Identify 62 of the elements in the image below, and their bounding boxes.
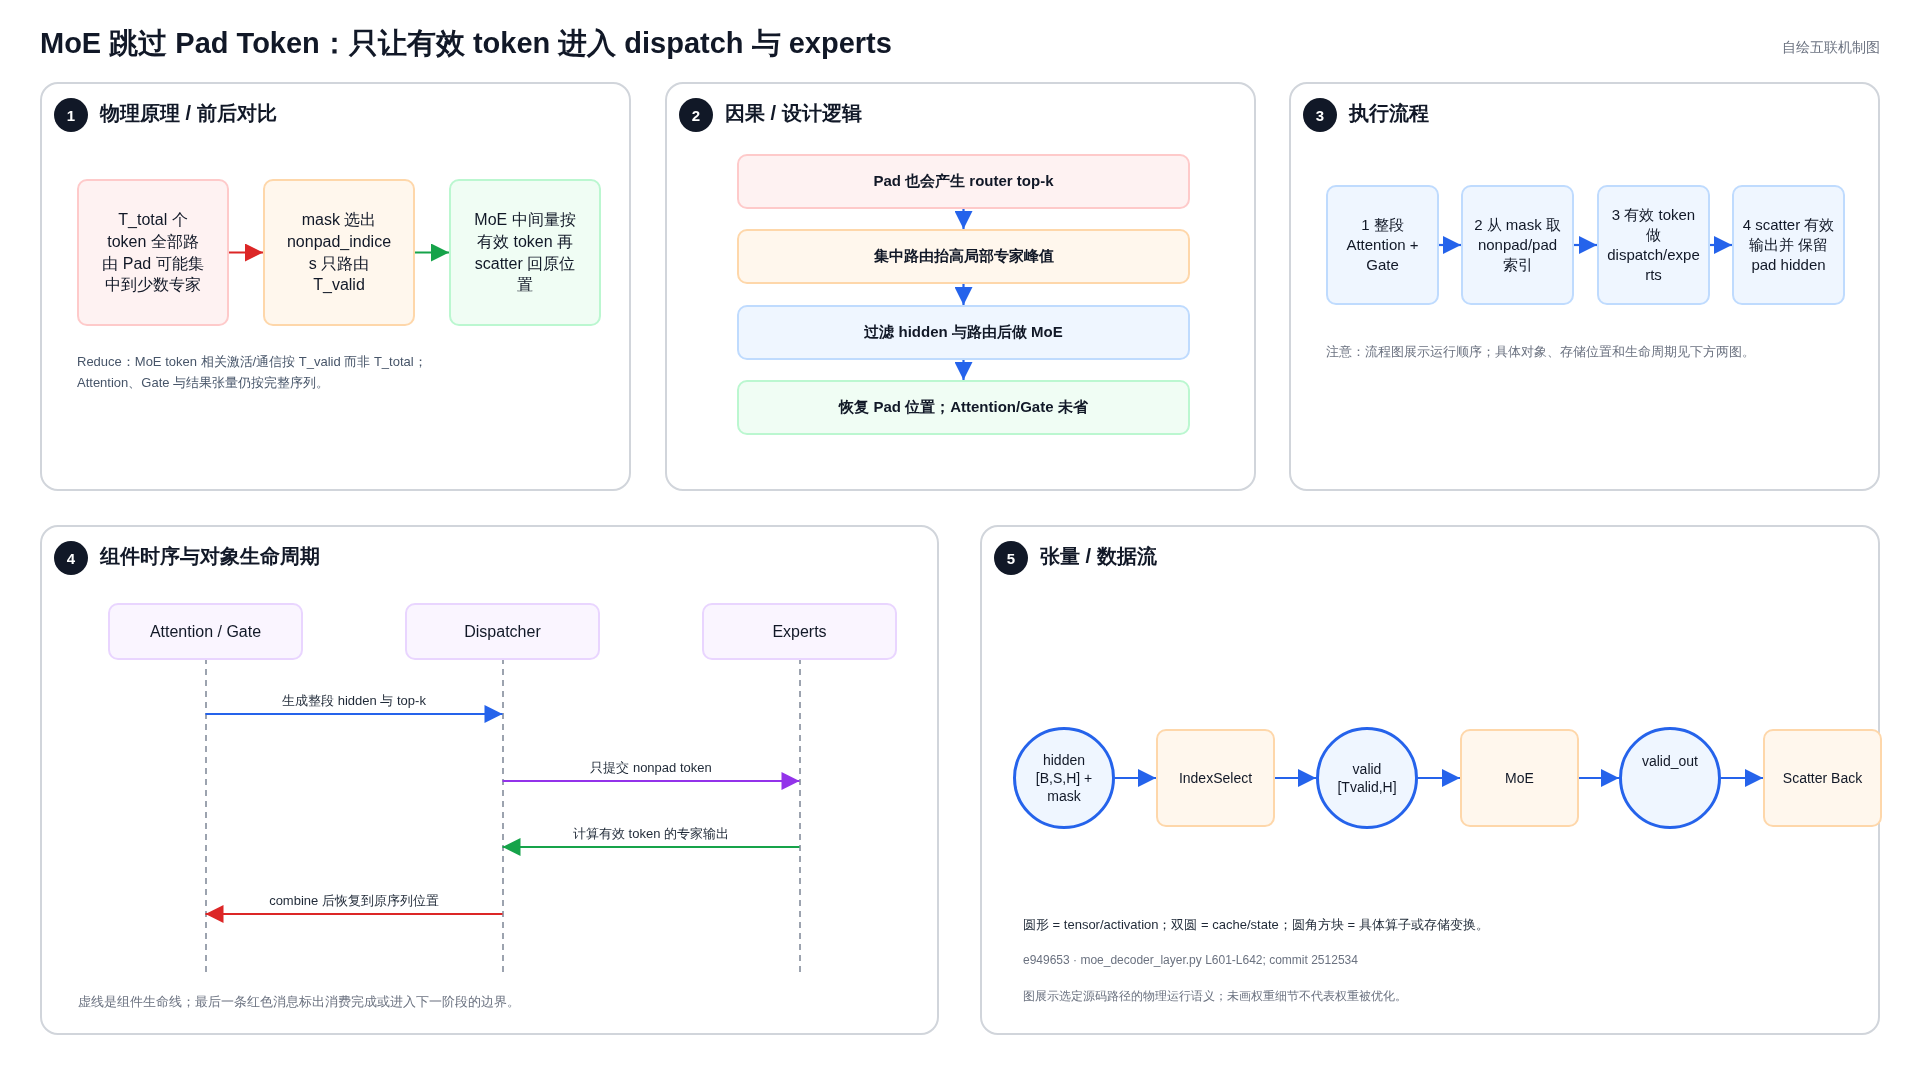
arrow bbox=[954, 360, 973, 380]
note-text: 注意：流程图展示运行顺序；具体对象、存储位置和生命周期见下方两图。 bbox=[1326, 343, 1756, 361]
tensor-circle: hidden [B,S,H] + mask bbox=[1013, 727, 1115, 829]
process-box: 2 从 mask 取 nonpad/pad 索引 bbox=[1461, 185, 1574, 305]
panel-card bbox=[1289, 82, 1880, 491]
panel-card bbox=[40, 525, 939, 1035]
process-box: Pad 也会产生 router top-k bbox=[737, 154, 1190, 209]
arrow bbox=[1275, 769, 1316, 787]
number-badge: 4 bbox=[54, 541, 88, 575]
number-badge: 5 bbox=[994, 541, 1028, 575]
note-text: Reduce：MoE token 相关激活/通信按 T_valid 而非 T_total；Attention、Gate 与结果张量仍按完整序列。 bbox=[77, 353, 428, 392]
arrow bbox=[205, 905, 503, 923]
process-box: 4 scatter 有效输出并 保留 pad hidden bbox=[1732, 185, 1845, 305]
arrow bbox=[1439, 236, 1461, 254]
process-box: mask 选出 nonpad_indices 只路由 T_valid bbox=[263, 179, 415, 326]
arrow bbox=[205, 705, 503, 723]
note-text: 图展示选定源码路径的物理运行语义；未画权重细节不代表权重被优化。 bbox=[1023, 988, 1408, 1005]
panel-card bbox=[980, 525, 1880, 1035]
panel-card bbox=[665, 82, 1256, 491]
arrow bbox=[1574, 236, 1597, 254]
arrow bbox=[1710, 236, 1732, 254]
process-box: 3 有效 token 做 dispatch/experts bbox=[1597, 185, 1710, 305]
number-badge: 2 bbox=[679, 98, 713, 132]
number-badge: 1 bbox=[54, 98, 88, 132]
arrow bbox=[502, 772, 800, 790]
number-badge: 3 bbox=[1303, 98, 1337, 132]
participant-box: Attention / Gate bbox=[108, 603, 303, 660]
process-box: 过滤 hidden 与路由后做 MoE bbox=[737, 305, 1190, 360]
participant-box: Experts bbox=[702, 603, 897, 660]
arrow bbox=[1418, 769, 1460, 787]
arrow bbox=[502, 838, 800, 856]
process-box: Scatter Back bbox=[1763, 729, 1882, 827]
process-box: IndexSelect bbox=[1156, 729, 1275, 827]
arrow bbox=[954, 209, 973, 229]
tensor-circle: valid_out bbox=[1619, 727, 1721, 829]
tensor-circle: valid [Tvalid,H] bbox=[1316, 727, 1418, 829]
arrow bbox=[1721, 769, 1763, 787]
panel-heading: 执行流程 bbox=[1349, 101, 1429, 126]
panel-heading: 张量 / 数据流 bbox=[1040, 544, 1157, 569]
process-box: MoE bbox=[1460, 729, 1579, 827]
edge-label: combine 后恢复到原序列位置 bbox=[266, 892, 442, 910]
arrow bbox=[954, 284, 973, 305]
participant-box: Dispatcher bbox=[405, 603, 600, 660]
process-box: 恢复 Pad 位置；Attention/Gate 未省 bbox=[737, 380, 1190, 435]
panel-heading: 因果 / 设计逻辑 bbox=[725, 101, 862, 126]
arrow bbox=[1579, 769, 1619, 787]
process-box: MoE 中间量按有效 token 再 scatter 回原位置 bbox=[449, 179, 601, 326]
arrow bbox=[415, 243, 449, 262]
arrow bbox=[229, 243, 263, 262]
panel-heading: 物理原理 / 前后对比 bbox=[100, 101, 277, 126]
process-box: 集中路由抬高局部专家峰值 bbox=[737, 229, 1190, 284]
edge-label: 生成整段 hidden 与 top-k bbox=[279, 692, 429, 710]
note-text: 圆形 = tensor/activation；双圆 = cache/state；圆角方块 = 具体算子或存储变换。 bbox=[1023, 916, 1490, 934]
process-box: T_total 个 token 全部路由 Pad 可能集中到少数专家 bbox=[77, 179, 229, 326]
note-text: 自绘五联机制图 bbox=[1781, 38, 1880, 57]
process-box: 1 整段 Attention + Gate bbox=[1326, 185, 1439, 305]
panel-card bbox=[40, 82, 631, 491]
note-text: e949653 · moe_decoder_layer.py L601-L642; commit 2512534 bbox=[1023, 952, 1359, 969]
arrow bbox=[1115, 769, 1156, 787]
diagram-title: MoE 跳过 Pad Token：只让有效 token 进入 dispatch 与 experts bbox=[40, 26, 892, 61]
note-text: 虚线是组件生命线；最后一条红色消息标出消费完成或进入下一阶段的边界。 bbox=[78, 993, 521, 1011]
panel-heading: 组件时序与对象生命周期 bbox=[100, 544, 320, 569]
